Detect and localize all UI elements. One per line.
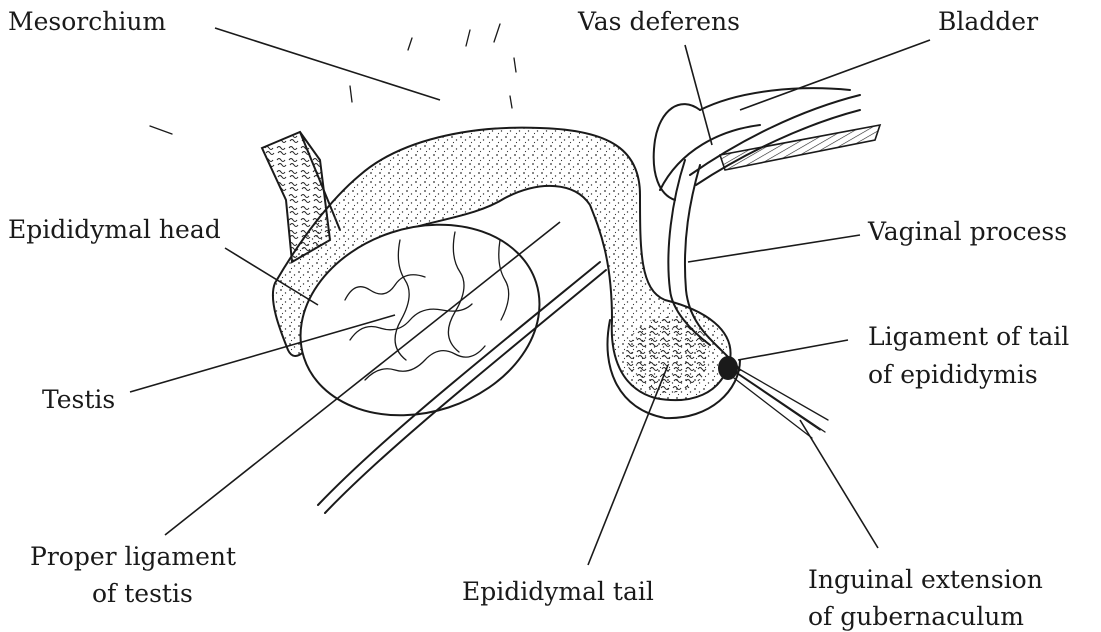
label-testis: Testis — [42, 385, 115, 414]
leader-bladder — [740, 40, 930, 110]
label-vaginal-process: Vaginal process — [867, 217, 1067, 246]
gubernaculum-structure — [718, 356, 828, 438]
leader-vaginal-process — [688, 235, 860, 262]
label-ligament-tail-line2: of epididymis — [868, 360, 1038, 389]
label-proper-ligament-line1: Proper ligament — [30, 542, 236, 571]
leader-epididymal-tail — [588, 365, 668, 565]
label-inguinal-line1: Inguinal extension — [808, 565, 1043, 594]
leader-mesorchium — [215, 28, 440, 100]
label-proper-ligament-line2: of testis — [92, 579, 193, 608]
leader-vas-deferens — [685, 45, 712, 145]
label-vas-deferens: Vas deferens — [577, 7, 740, 36]
label-inguinal-line2: of gubernaculum — [808, 602, 1024, 631]
label-mesorchium: Mesorchium — [8, 7, 166, 36]
label-epididymal-head: Epididymal head — [8, 215, 221, 244]
leader-ligament-tail — [738, 340, 848, 360]
label-epididymal-tail: Epididymal tail — [462, 577, 654, 606]
label-bladder: Bladder — [938, 7, 1038, 36]
leader-inguinal — [800, 420, 878, 548]
mesorchium-strokes — [150, 24, 516, 134]
label-ligament-tail-line1: Ligament of tail — [868, 322, 1069, 351]
